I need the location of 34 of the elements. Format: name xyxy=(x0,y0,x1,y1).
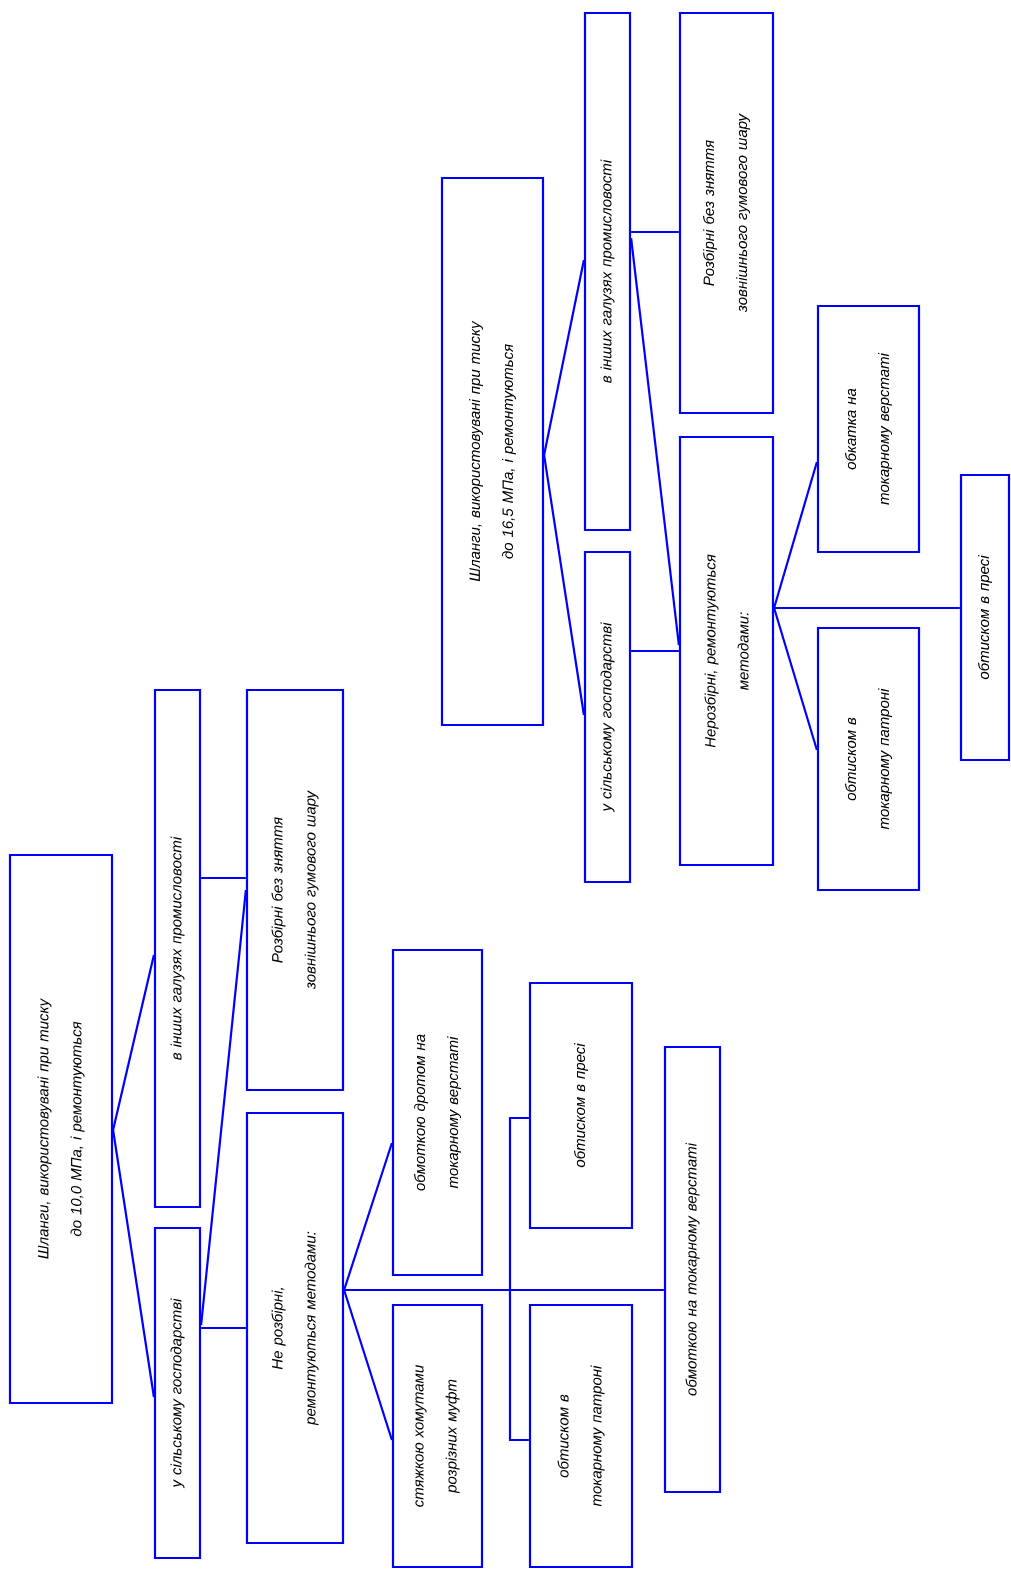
process-box: обтиском в пресі xyxy=(959,473,1011,762)
process-box: у сільському господарстві xyxy=(153,1226,202,1560)
process-box: обтиском в токарному патроні xyxy=(528,1303,634,1569)
process-box: Шланги, використовувані при тиску до 10,0 МПа, і ремонтуються xyxy=(8,853,114,1405)
connector-line xyxy=(543,454,585,716)
process-box: Нерозбірні, ремонтуються методами: xyxy=(678,435,775,867)
process-box: у сільському господарстві xyxy=(583,550,632,884)
process-box: Розбірні без зняття зовнішнього гумового шару xyxy=(678,11,775,415)
process-box: обмоткою на токарному верстаті xyxy=(663,1045,722,1494)
process-box: обкатка на токарному верстаті xyxy=(816,304,921,554)
process-box: Шланги, використовувані при тиску до 16,5 МПа, і ремонтуються xyxy=(440,176,545,727)
connector-line xyxy=(344,1288,664,1292)
connector-line xyxy=(112,954,155,1131)
connector-line xyxy=(112,1129,155,1398)
connector-line xyxy=(343,1289,393,1441)
process-box: в інших галузях промисловості xyxy=(583,11,632,532)
process-box: в інших галузях промисловості xyxy=(153,688,202,1209)
process-box: стяжкою хомутами розрізних муфт xyxy=(391,1303,484,1569)
process-box: обтиском в пресі xyxy=(528,981,634,1230)
connector-line xyxy=(201,876,246,880)
connector-line xyxy=(631,649,679,653)
process-box: Не розбірні, ремонтуються методами: xyxy=(245,1111,345,1545)
process-box: обмоткою дротом на токарному верстаті xyxy=(391,948,484,1277)
connector-line xyxy=(543,259,585,456)
connector-line xyxy=(343,1142,393,1291)
connector-line xyxy=(773,607,818,751)
connector-line xyxy=(200,889,247,1326)
connector-line xyxy=(630,237,680,646)
process-box: Розбірні без зняття зовнішнього гумового шару xyxy=(245,688,345,1092)
connector-line xyxy=(773,461,818,609)
connector-line xyxy=(201,1326,246,1330)
connector-line xyxy=(774,606,960,610)
connector-line xyxy=(631,230,679,234)
process-box: обтиском в токарному патроні xyxy=(816,626,921,892)
